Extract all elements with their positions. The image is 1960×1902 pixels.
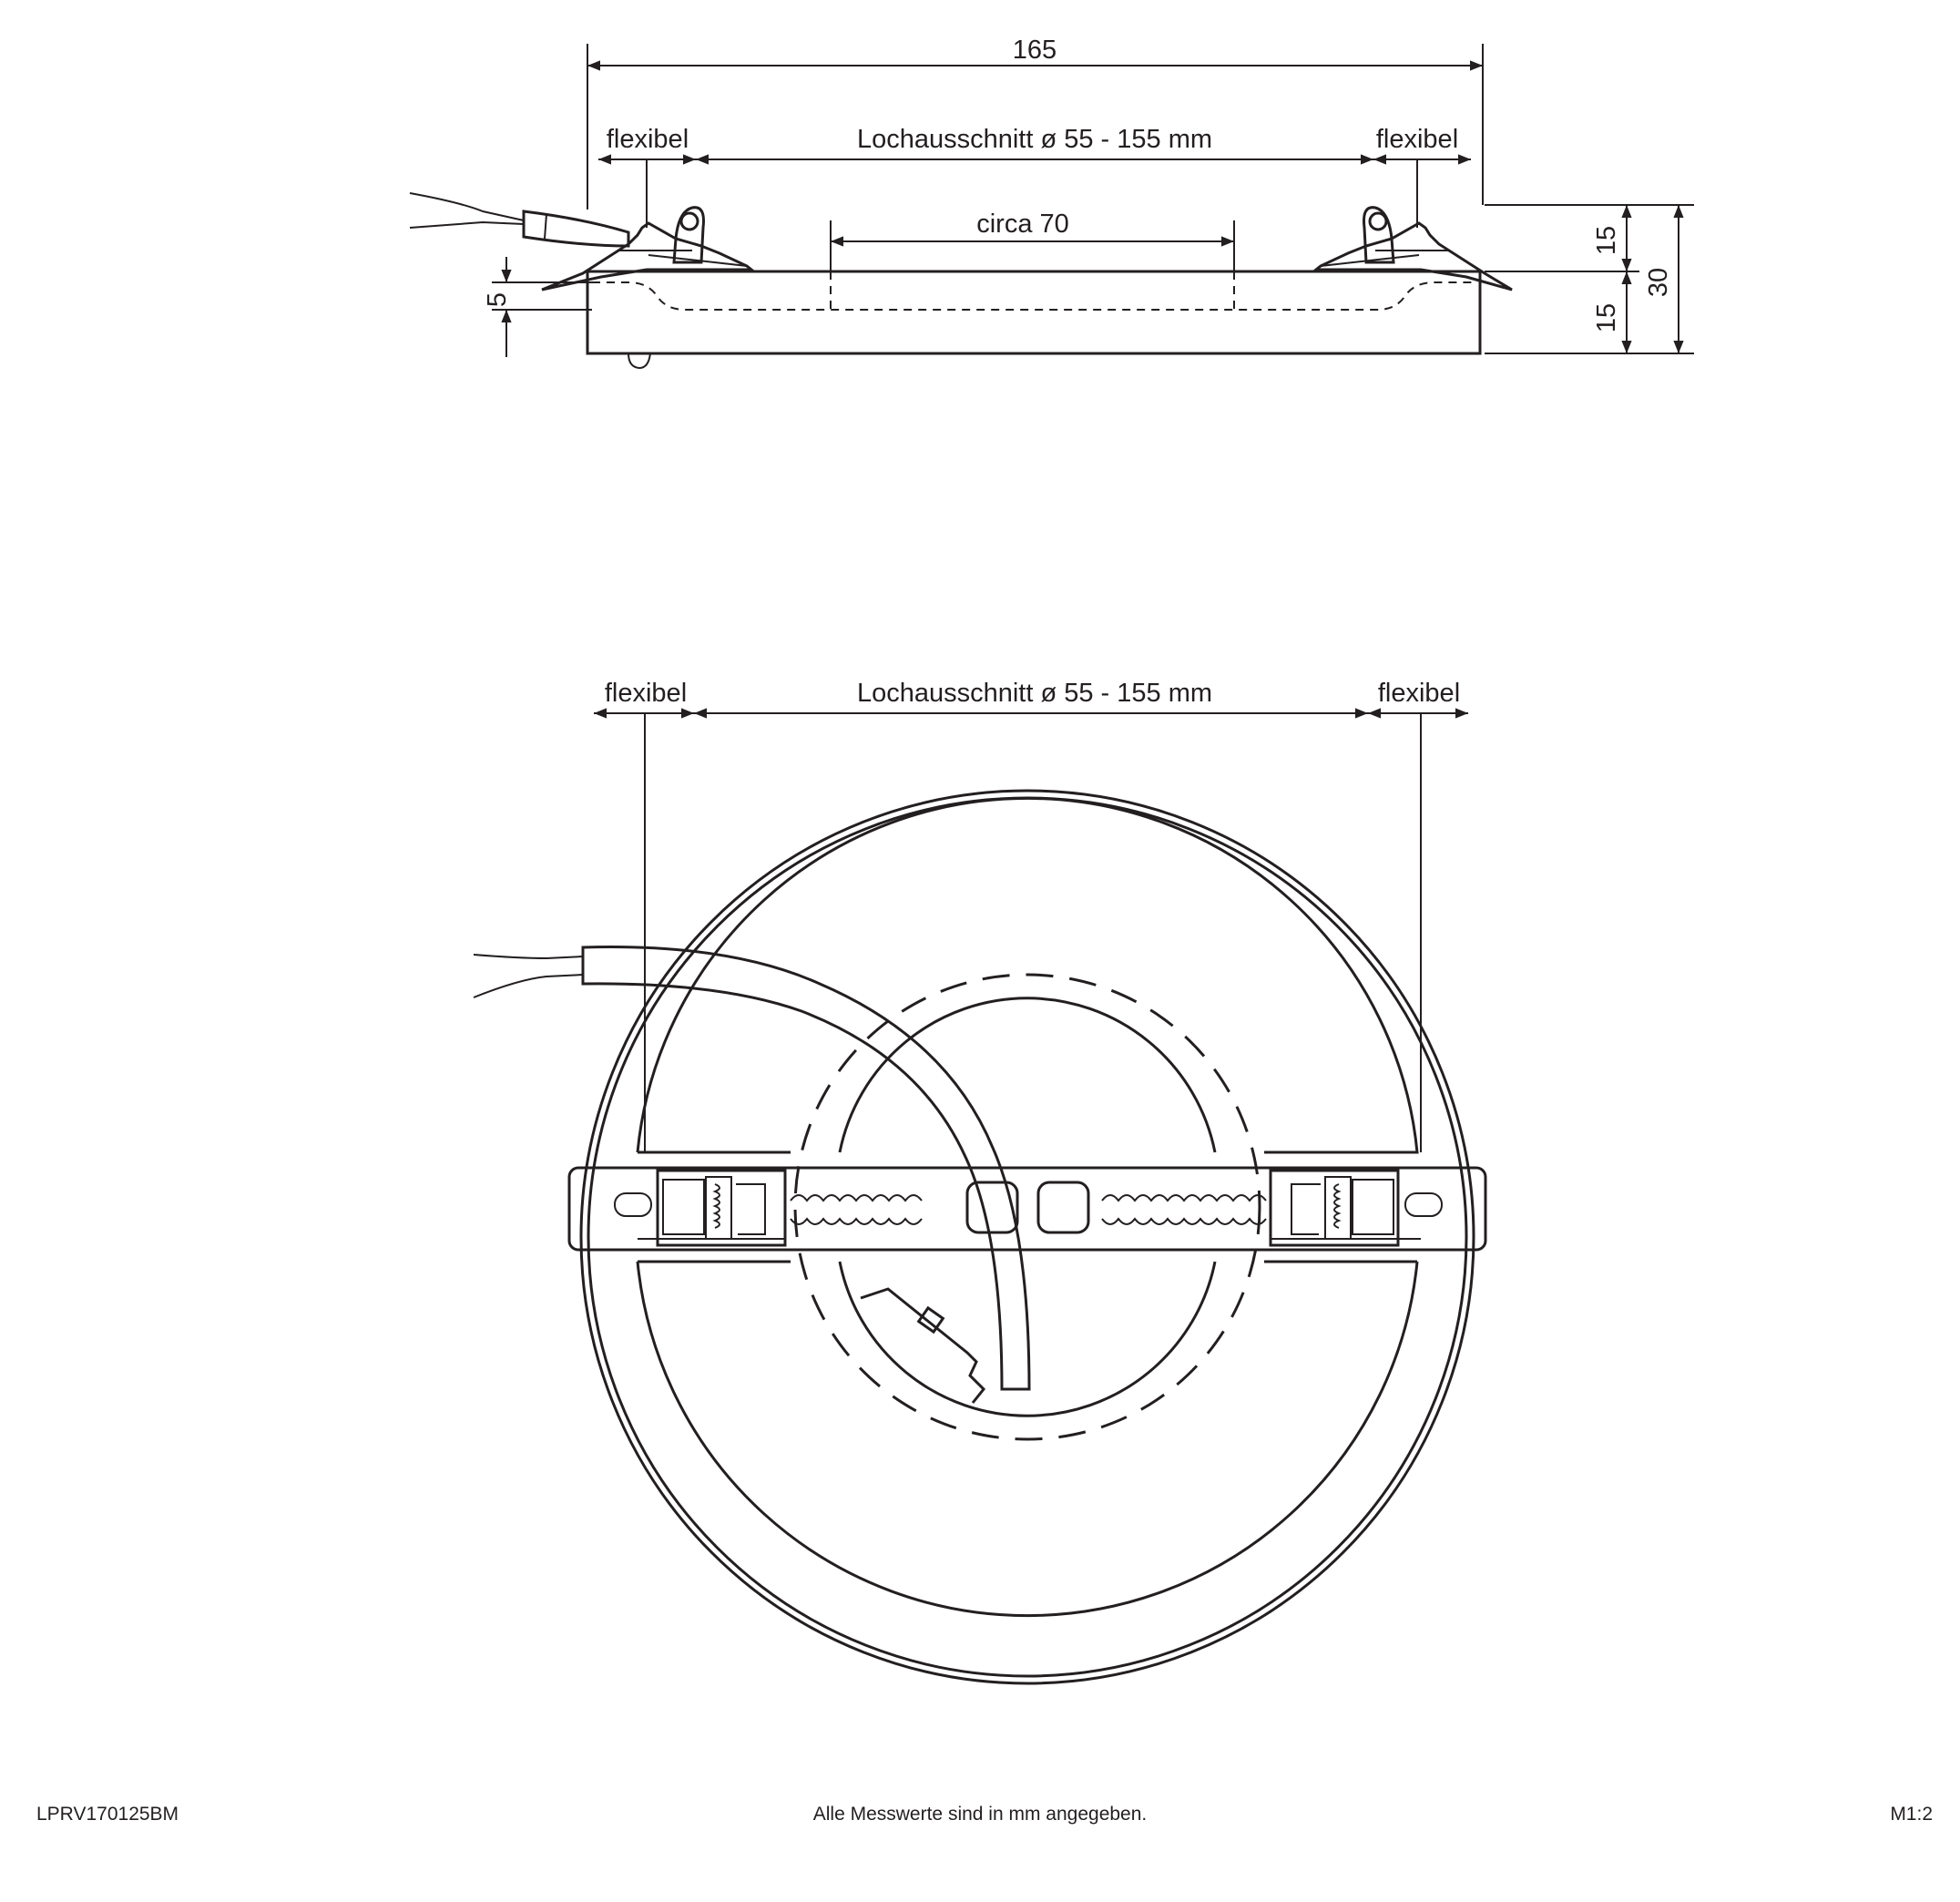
- measurement-note: Alle Messwerte sind in mm angegeben.: [812, 1804, 1148, 1825]
- luminaire-body: [586, 270, 1482, 355]
- spring-clip-right-side: [1312, 206, 1513, 291]
- label-hole-cutout: Lochausschnitt ø 55 - 155 mm: [857, 125, 1212, 154]
- scale: M1:2: [1890, 1804, 1933, 1825]
- label-height-15-bottom: 15: [1592, 303, 1621, 332]
- cable-top: [473, 946, 1031, 1391]
- mounting-bracket: [567, 1166, 1487, 1252]
- label-flexibel-left-top: flexibel: [605, 679, 687, 708]
- dim-label-165: 165: [1013, 36, 1057, 65]
- label-hole-cutout-top: Lochausschnitt ø 55 - 155 mm: [857, 679, 1212, 708]
- cutout-circle: [793, 973, 1261, 1441]
- label-height-30: 30: [1644, 268, 1673, 297]
- spring-clip-left-side: [541, 206, 756, 291]
- label-rim-5: 5: [483, 292, 512, 307]
- bracket-chain-left: [790, 1194, 923, 1225]
- label-height-15-top: 15: [1592, 226, 1621, 255]
- top-view: flexibel Lochausschnitt ø 55 - 155 mm fl…: [473, 679, 1487, 1685]
- label-flexibel-right-top: flexibel: [1378, 679, 1460, 708]
- article-number: LPRV170125BM: [36, 1804, 179, 1825]
- label-circa-70: circa 70: [976, 210, 1069, 239]
- side-view: 165 flexibel Lochausschnitt ø 55 - 155 m…: [409, 36, 1694, 370]
- outer-ring: [579, 789, 1475, 1685]
- label-flexibel-right: flexibel: [1376, 125, 1458, 154]
- cable-side: [409, 192, 630, 248]
- label-flexibel-left: flexibel: [607, 125, 689, 154]
- bracket-chain-right: [1101, 1194, 1267, 1225]
